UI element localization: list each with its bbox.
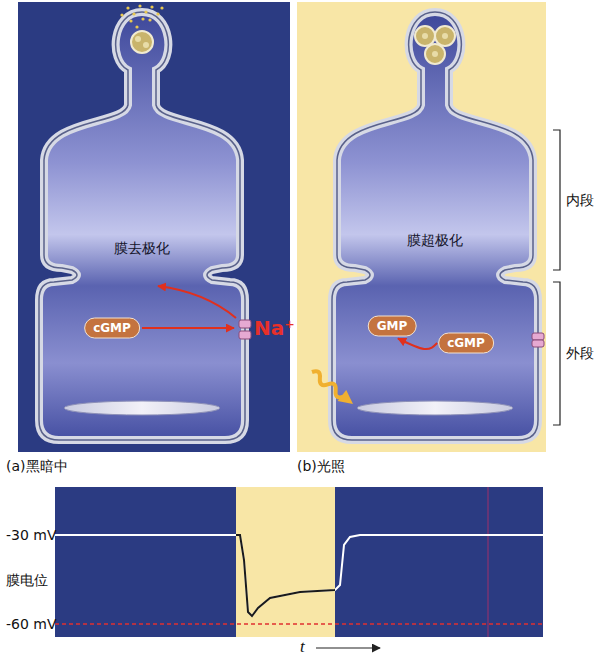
na-channel-open xyxy=(239,320,251,339)
activation-arrow xyxy=(142,327,234,329)
molecule-name: cGMP xyxy=(93,321,131,336)
influx-arrow xyxy=(158,286,236,318)
dark-panel xyxy=(18,2,290,452)
rod-cell-outline xyxy=(308,12,544,440)
bracket xyxy=(553,282,560,425)
potential-trace-light xyxy=(236,535,335,616)
axis-title: t xyxy=(300,638,305,656)
cell-state-label: 膜去极化 xyxy=(32,239,252,257)
rod-cell-outline xyxy=(39,4,251,440)
molecule-oval: cGMP xyxy=(84,318,140,339)
rod-cell: 膜超极化 GMP cGMP xyxy=(325,8,545,448)
marker-line xyxy=(488,487,489,637)
molecule-oval: GMP xyxy=(368,316,417,337)
molecule-oval: cGMP xyxy=(438,333,494,354)
light-panel xyxy=(297,2,546,452)
ion-label: Na⁺ xyxy=(254,316,295,340)
potential-trace xyxy=(55,535,543,616)
segment-label: 内段 xyxy=(566,191,594,209)
cell-membrane xyxy=(332,12,538,440)
disc xyxy=(64,401,220,415)
panel-caption: (b)光照 xyxy=(297,457,345,475)
cell-membrane-line xyxy=(332,12,538,440)
molecule-name: GMP xyxy=(377,319,408,334)
disc xyxy=(357,401,513,415)
reaction-arrow xyxy=(398,339,437,350)
vesicle xyxy=(131,31,153,53)
vesicle-dot xyxy=(135,36,141,42)
cell-membrane xyxy=(39,12,245,440)
rod-cell: 膜去极化 cGMP xyxy=(32,8,252,448)
axis-value: -60 mV xyxy=(6,615,57,633)
na-channel-closed xyxy=(532,333,544,347)
baseline xyxy=(55,623,543,625)
vesicles xyxy=(415,26,455,64)
axis-value: -30 mV xyxy=(6,526,57,544)
bracket xyxy=(553,130,560,270)
cell-state-label: 膜超极化 xyxy=(325,231,545,249)
segment-label: 外段 xyxy=(566,344,594,362)
graph-background xyxy=(55,487,543,637)
light-ray xyxy=(308,366,358,409)
panel-caption: (a)黑暗中 xyxy=(6,457,68,475)
time-arrow xyxy=(316,647,380,648)
molecule-name: cGMP xyxy=(447,336,485,351)
cell-membrane-line xyxy=(39,12,245,440)
transmitter-dots xyxy=(120,4,163,28)
axis-title: 膜电位 xyxy=(6,571,48,589)
vesicle-dot xyxy=(143,42,149,48)
